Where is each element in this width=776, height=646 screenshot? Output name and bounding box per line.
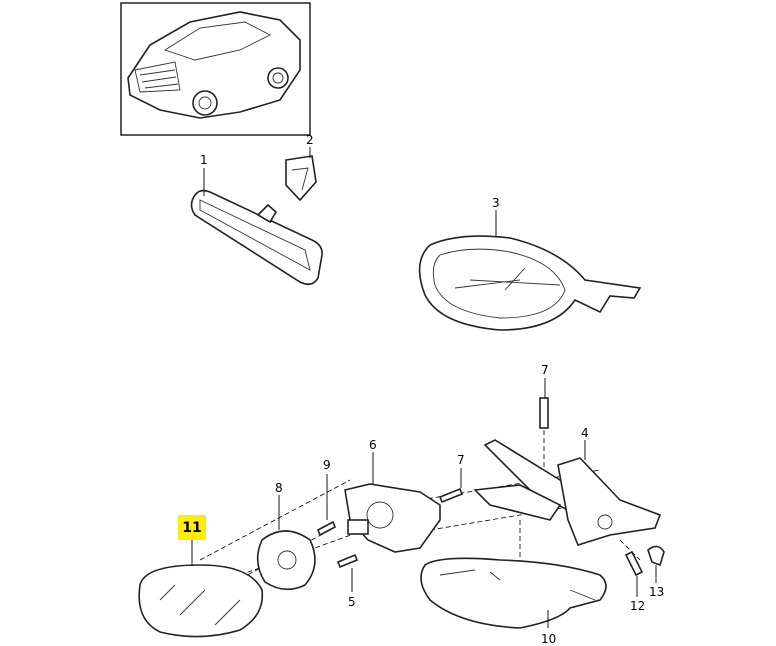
callout-1: 1 <box>200 153 208 167</box>
callout-7-upper: 7 <box>541 363 549 377</box>
part-4-mirror-base[interactable] <box>557 440 662 546</box>
part-11-mirror-glass[interactable] <box>138 540 264 638</box>
part-10-lower-cover[interactable] <box>420 557 607 629</box>
part-7-screw-upper[interactable] <box>539 378 549 429</box>
callout-13: 13 <box>649 585 664 599</box>
part-7-screw-lower[interactable] <box>438 468 464 504</box>
part-2-mirror-base[interactable] <box>285 147 317 202</box>
callout-8: 8 <box>275 481 283 495</box>
callout-10: 10 <box>541 632 556 646</box>
part-12-screw[interactable] <box>624 550 644 597</box>
callout-3: 3 <box>492 196 500 210</box>
part-8-mounting-plate[interactable] <box>256 495 316 591</box>
part-5-screw[interactable] <box>336 553 359 592</box>
vehicle-thumbnail <box>120 2 311 136</box>
callout-9: 9 <box>323 458 331 472</box>
callout-12: 12 <box>630 599 645 613</box>
callout-2: 2 <box>306 133 314 147</box>
part-13-clip[interactable] <box>647 545 665 583</box>
part-1-interior-mirror[interactable] <box>190 168 323 286</box>
part-9-screw[interactable] <box>316 474 337 537</box>
callout-5: 5 <box>348 595 356 609</box>
callout-6: 6 <box>369 438 377 452</box>
callout-7-lower: 7 <box>457 453 465 467</box>
part-6-adjustment-motor[interactable] <box>344 452 441 553</box>
callout-11-highlighted[interactable]: 11 <box>178 515 206 540</box>
part-3-mirror-housing[interactable] <box>418 210 642 331</box>
callout-4: 4 <box>581 426 589 440</box>
